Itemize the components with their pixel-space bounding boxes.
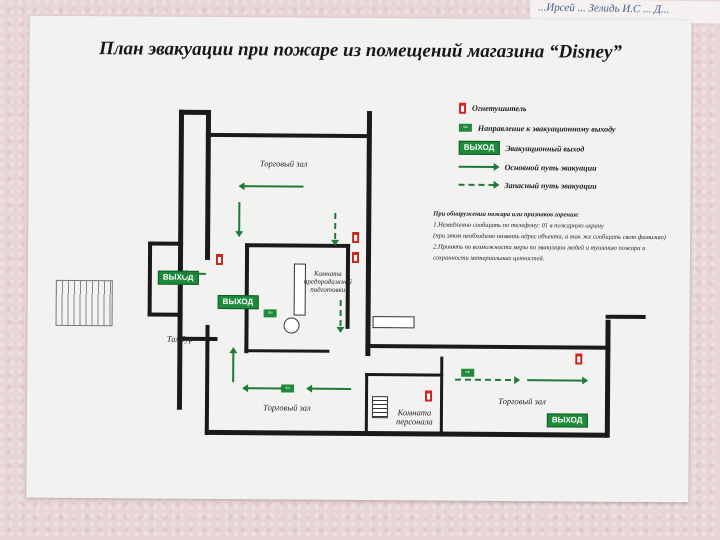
evacuation-plan-poster: План эвакуации при пожаре из помещений м… <box>26 15 692 503</box>
fire-extinguisher-icon <box>351 251 360 263</box>
room-label-vestibule: Тамбур <box>166 333 194 344</box>
evacuation-direction-sign-icon: ⇦ <box>263 309 277 318</box>
evacuation-direction-sign-icon: ⇨ <box>461 368 475 377</box>
fire-extinguisher-icon <box>575 353 583 365</box>
evacuation-arrow <box>232 352 235 383</box>
evacuation-arrow <box>243 185 304 188</box>
legend-item-extinguisher: Огнетушитель <box>459 101 527 115</box>
fire-extinguisher-icon <box>425 390 433 402</box>
exit-sign-icon: ВЫХОД <box>458 140 500 155</box>
room-label-sales-hall-top: Торговый зал <box>259 158 308 169</box>
evacuation-arrow <box>185 272 206 275</box>
room-label-sales-hall-bottom-right: Торговый зал <box>498 395 546 407</box>
fire-instructions: При обнаружении пожара или признаков гор… <box>432 210 666 263</box>
legend-item-exit: ВЫХОД Эвакуационный выход <box>458 140 585 156</box>
reserve-route-arrow <box>334 212 337 241</box>
exit-sign: ВЫХОД <box>546 413 588 428</box>
evacuation-direction-sign-icon: ⇦ <box>458 123 472 132</box>
toilet <box>283 317 300 334</box>
room-label-sales-hall-bottom-left: Торговый зал <box>263 402 311 413</box>
poster-title: План эвакуации при пожаре из помещений м… <box>98 38 622 63</box>
reserve-route-arrow <box>339 299 342 328</box>
room-label-staff: Комната персонала <box>396 407 433 427</box>
solid-arrow-icon <box>458 160 499 174</box>
fire-extinguisher-icon <box>352 231 360 244</box>
fire-extinguisher-icon <box>215 254 224 266</box>
entrance-stairs <box>55 279 113 327</box>
evacuation-arrow <box>238 202 241 233</box>
staff-locker <box>371 396 389 419</box>
evacuation-arrow <box>311 387 352 390</box>
reserve-route-arrow <box>455 378 516 382</box>
exit-sign: ВЫХОД <box>217 295 259 310</box>
evacuation-arrow <box>527 379 584 382</box>
room-label-presale: Комната предпродажной подготовки <box>303 269 352 294</box>
legend-item-main-route: Основной путь эвакуации <box>458 160 597 175</box>
fire-extinguisher-icon <box>459 102 467 114</box>
legend-item-direction: ⇦ Направление к эвакуационному выходу <box>458 121 616 136</box>
dashed-arrow-icon <box>458 178 498 192</box>
counter <box>372 316 415 329</box>
legend-item-reserve-route: Запасный путь эвакуации <box>458 178 597 193</box>
evacuation-arrow <box>247 387 284 390</box>
